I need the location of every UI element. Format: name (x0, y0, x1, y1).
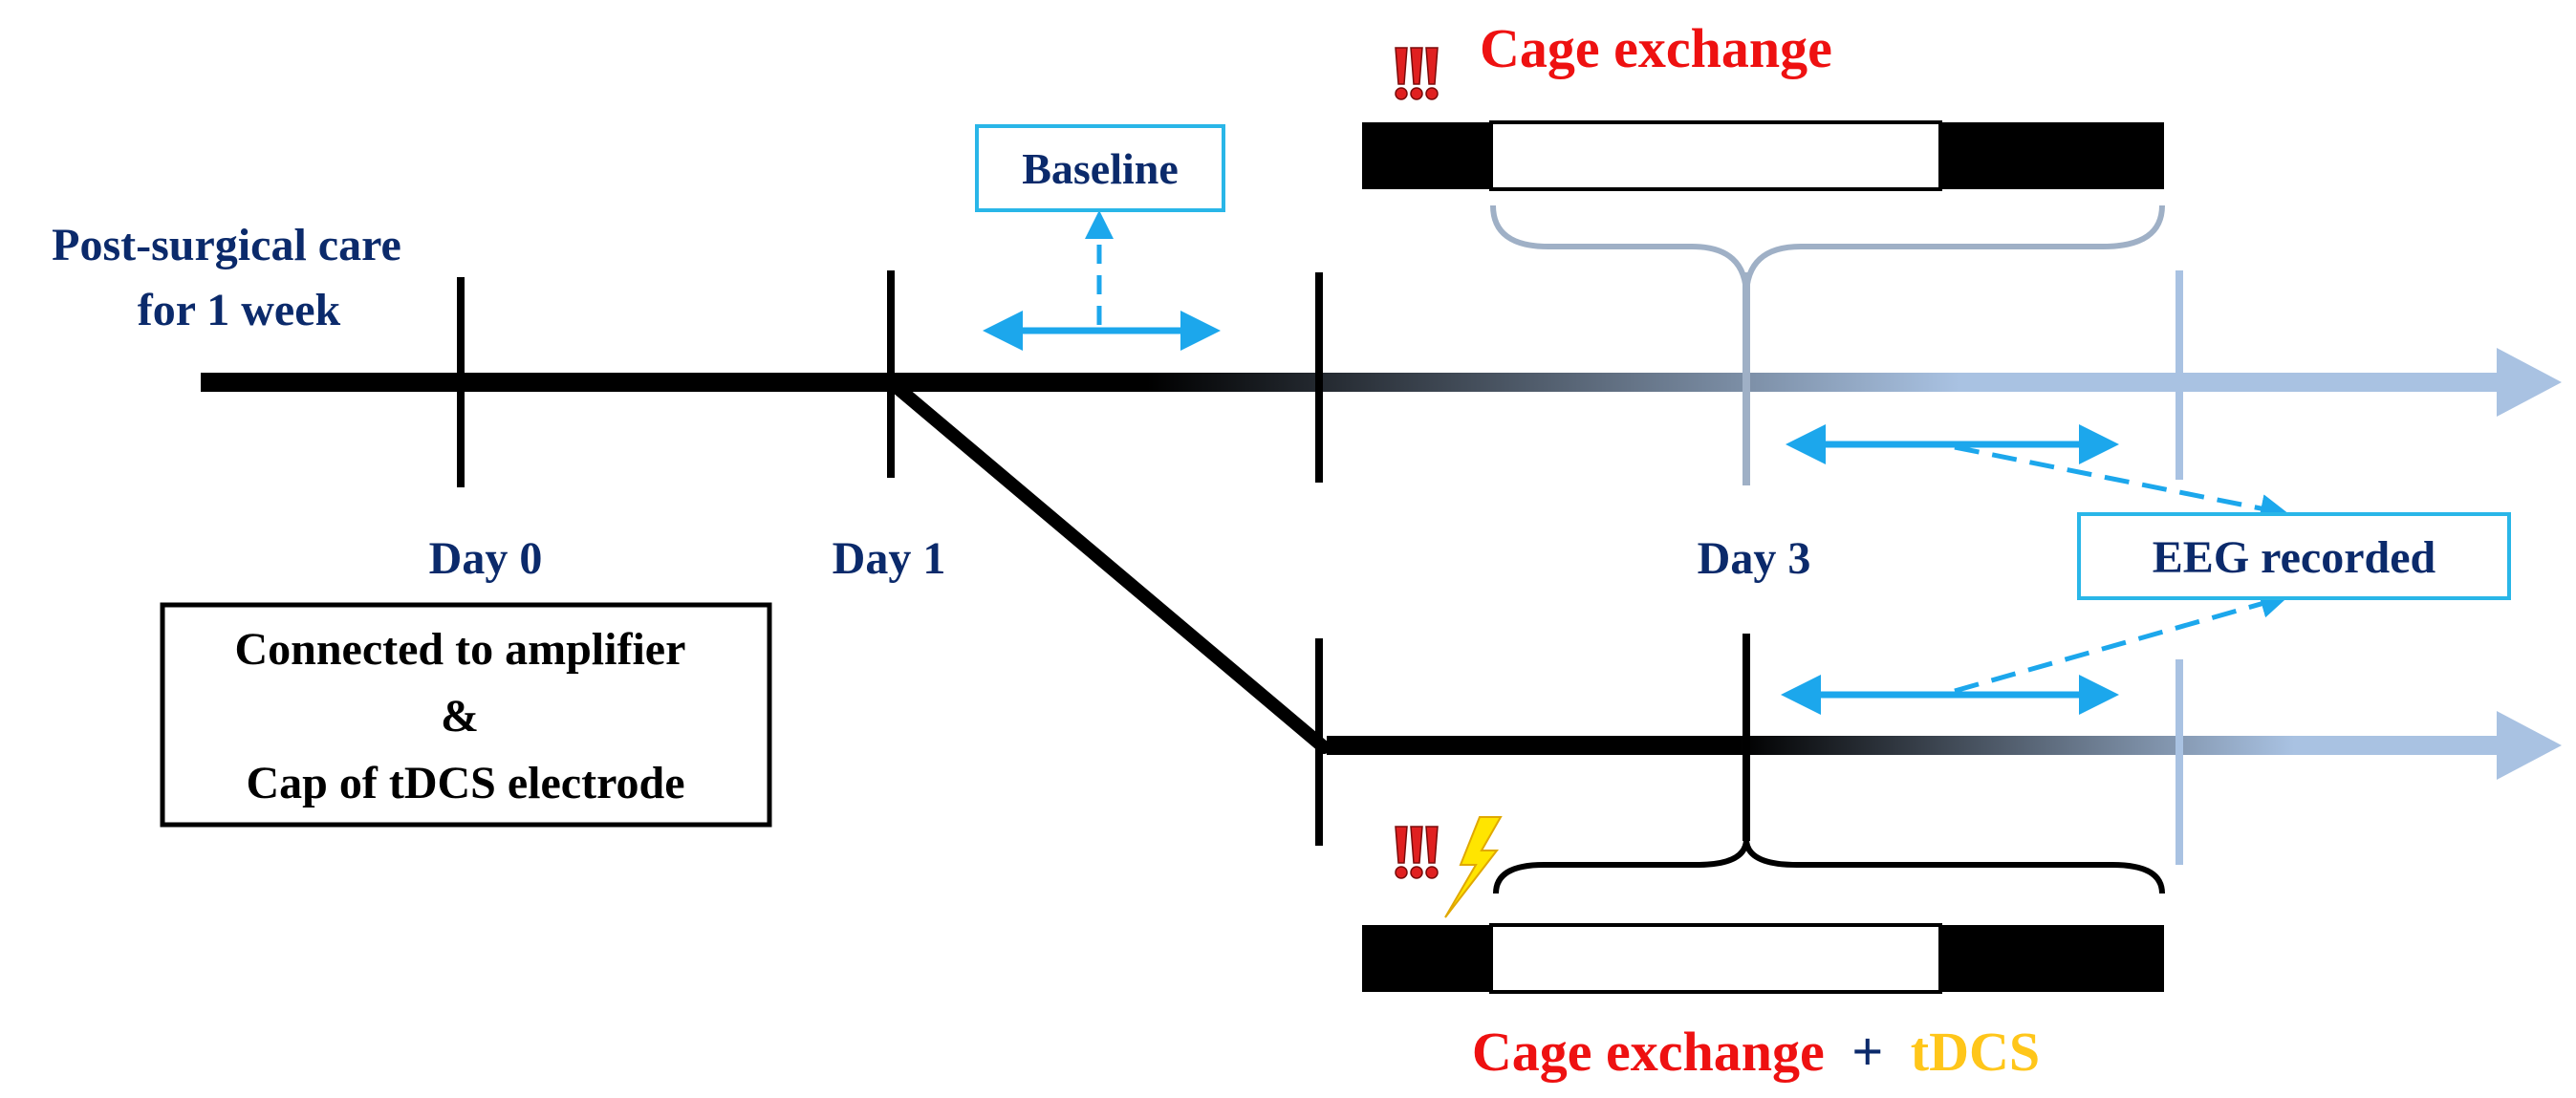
day3-label: Day 3 (1698, 533, 1811, 584)
eeg-pointer-arrow-top (1954, 444, 2289, 523)
light-dark-bar-bottom (1362, 923, 2164, 994)
plus-sign: + (1851, 1021, 1883, 1083)
dark-phase-left (1362, 122, 1493, 189)
light-dark-bar-top (1362, 120, 2164, 191)
timeline-arrowhead (2497, 711, 2562, 780)
light-phase (1489, 923, 1942, 994)
dark-phase-left (1362, 925, 1493, 992)
triple-exclamation-icon (1395, 826, 1439, 879)
timeline-arrowhead (2497, 348, 2562, 417)
eeg-pointer-arrow-bottom (1954, 590, 2289, 694)
tdcs-timeline (1327, 711, 2562, 780)
connected-line2: & (441, 691, 479, 742)
dark-phase-right (1938, 925, 2164, 992)
baseline-box (975, 124, 1225, 212)
post-surgical-care-label: Post-surgical care for 1 week (52, 220, 413, 335)
tdcs-text: tDCS (1911, 1021, 2040, 1083)
connected-label: Connected to amplifier & Cap of tDCS ele… (234, 624, 696, 808)
eeg-box (2077, 512, 2511, 600)
main-timeline (201, 348, 2562, 417)
lightning-bolt-icon (1444, 816, 1503, 918)
interval-brace-top (1490, 205, 2165, 297)
baseline-label: Baseline (1022, 144, 1179, 193)
eeg-label: EEG recorded (2153, 532, 2436, 583)
triple-exclamation-icon (1395, 47, 1439, 100)
light-phase (1489, 120, 1942, 191)
interval-brace-bottom (1493, 838, 2165, 894)
day1-label: Day 1 (833, 533, 946, 584)
connected-line3: Cap of tDCS electrode (246, 758, 684, 808)
cage-exchange-bottom-text: Cage exchange (1472, 1021, 1825, 1083)
connected-line1: Connected to amplifier (234, 624, 685, 675)
day0-label: Day 0 (429, 533, 543, 584)
dark-phase-right (1938, 122, 2164, 189)
cage-exchange-top-label: Cage exchange (1480, 17, 1832, 79)
post-surgical-care-line1: Post-surgical care (52, 220, 401, 270)
post-surgical-care-line2: for 1 week (138, 285, 341, 335)
cage-exchange-tdcs-label: Cage exchange + tDCS (1472, 1021, 2040, 1083)
connected-box (160, 602, 772, 828)
branch-line (884, 376, 1331, 754)
